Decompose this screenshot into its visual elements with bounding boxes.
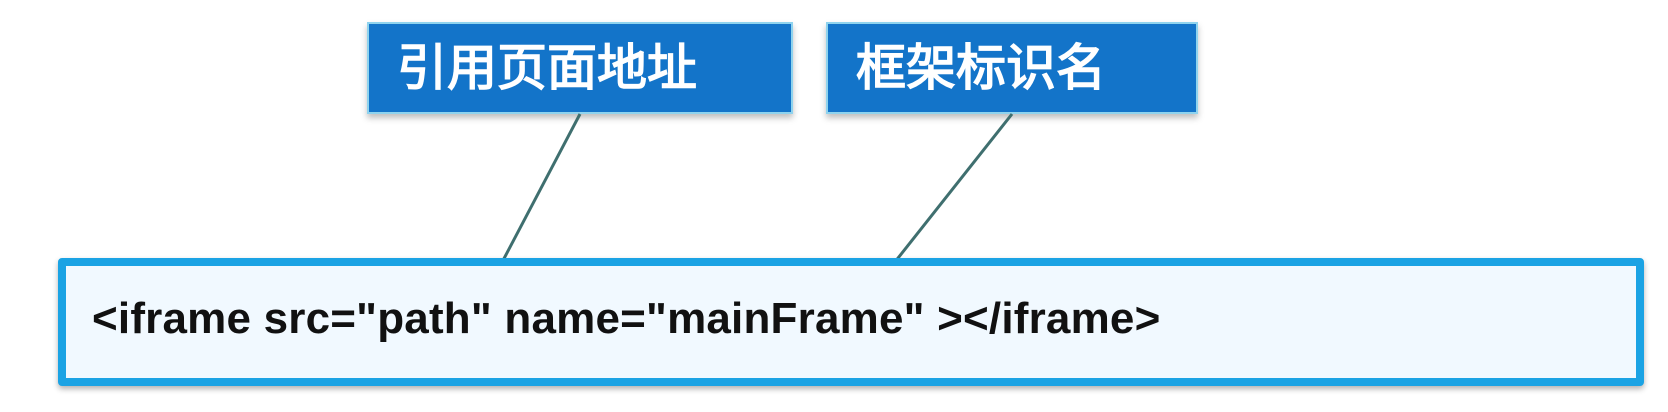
code-box: <iframe src="path" name="mainFrame" ></i… <box>58 258 1644 386</box>
callout-src-label: 引用页面地址 <box>367 22 793 114</box>
iframe-code-line: <iframe src="path" name="mainFrame" ></i… <box>92 294 1161 343</box>
callout-name-label: 框架标识名 <box>826 22 1198 114</box>
